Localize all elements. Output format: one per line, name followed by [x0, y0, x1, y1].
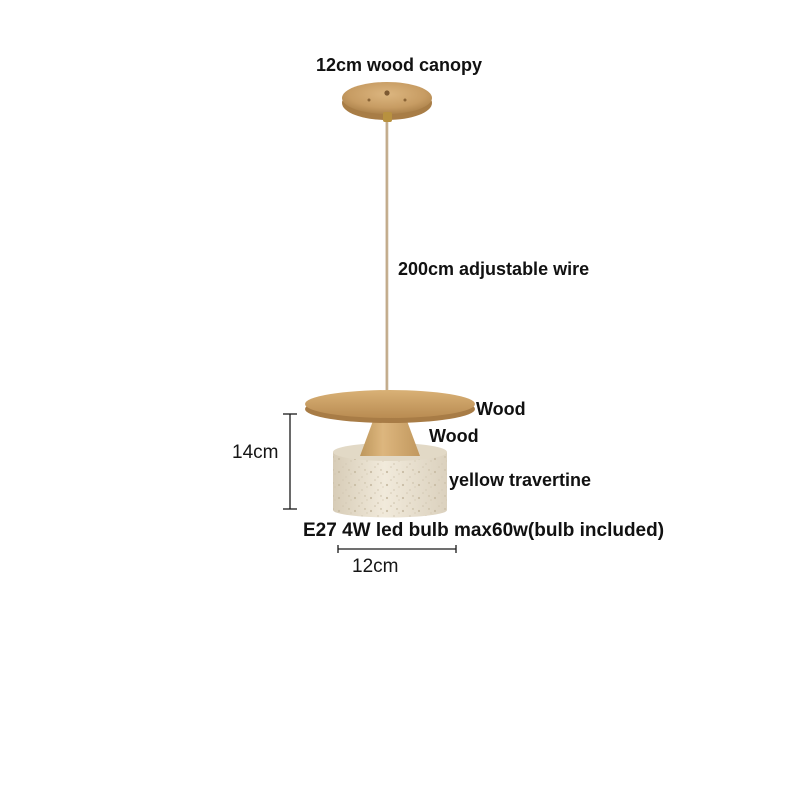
- bulb-spec-label: E27 4W led bulb max60w(bulb included): [303, 520, 665, 541]
- height-dimension-label: 14cm: [232, 442, 279, 463]
- canopy-label: 12cm wood canopy: [316, 55, 483, 75]
- shade-material-label: yellow travertine: [449, 470, 592, 490]
- wood-disc-graphic: [305, 390, 475, 423]
- wire-graphic: [385, 120, 389, 402]
- diameter-dimension-line: [337, 545, 457, 553]
- canopy-graphic: [342, 82, 432, 122]
- wood-disc-label: Wood: [476, 399, 526, 419]
- travertine-shade-graphic: [333, 443, 447, 518]
- height-dimension-line: [283, 413, 297, 510]
- wire-label: 200cm adjustable wire: [398, 259, 590, 279]
- wood-neck-label: Wood: [429, 426, 479, 446]
- diameter-dimension-label: 12cm: [352, 556, 399, 577]
